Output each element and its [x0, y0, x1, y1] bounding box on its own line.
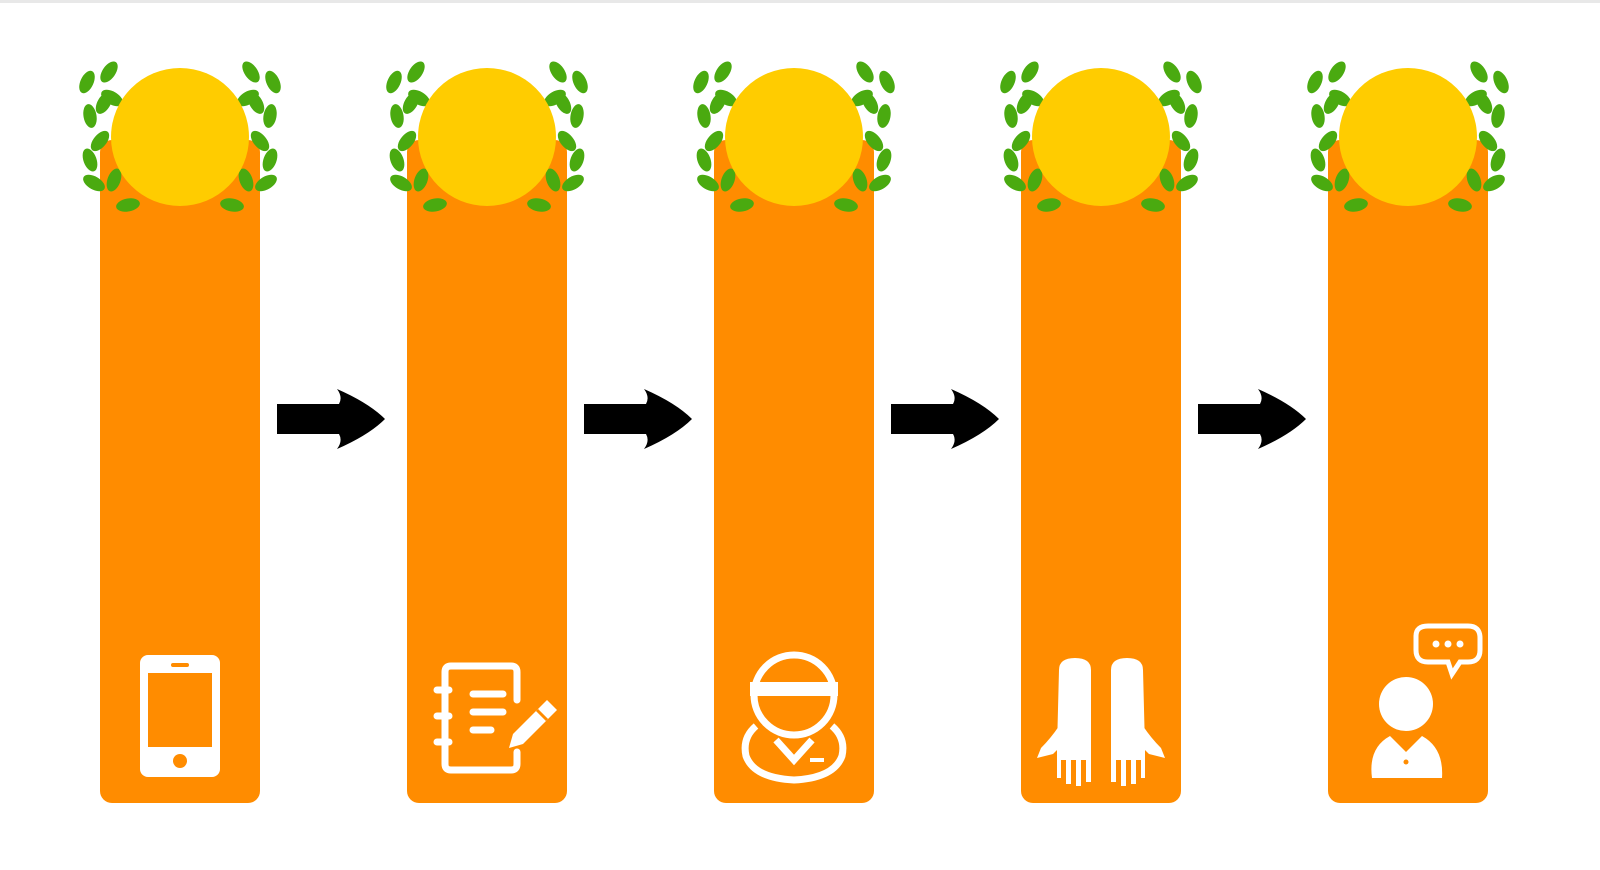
laurel-wreath-icon [79, 61, 281, 212]
laurel-wreath-icon [693, 61, 895, 212]
step-2 [386, 61, 588, 803]
support-chat-icon [1371, 623, 1483, 778]
smartphone-icon [140, 655, 220, 777]
medal-circle [1032, 68, 1170, 206]
top-divider [0, 0, 1600, 3]
step-column [1328, 140, 1488, 803]
form-edit-icon [433, 662, 557, 774]
step-column [100, 140, 260, 803]
medal-circle [111, 68, 249, 206]
medal-circle [725, 68, 863, 206]
medal-circle [1339, 68, 1477, 206]
laurel-wreath-icon [1307, 61, 1509, 212]
arrow-right-icon [584, 389, 692, 449]
step-4 [1000, 61, 1202, 803]
step-column [714, 140, 874, 803]
arrow-right-icon [277, 389, 385, 449]
step-column [407, 140, 567, 803]
gloves-icon [1037, 658, 1165, 786]
medal-circle [418, 68, 556, 206]
step-3 [693, 61, 895, 803]
laurel-wreath-icon [386, 61, 588, 212]
step-5 [1307, 61, 1509, 803]
laurel-wreath-icon [1000, 61, 1202, 212]
courier-person-icon [741, 651, 847, 784]
step-1 [79, 61, 281, 803]
arrow-right-icon [1198, 389, 1306, 449]
arrow-right-icon [891, 389, 999, 449]
step-column [1021, 140, 1181, 803]
